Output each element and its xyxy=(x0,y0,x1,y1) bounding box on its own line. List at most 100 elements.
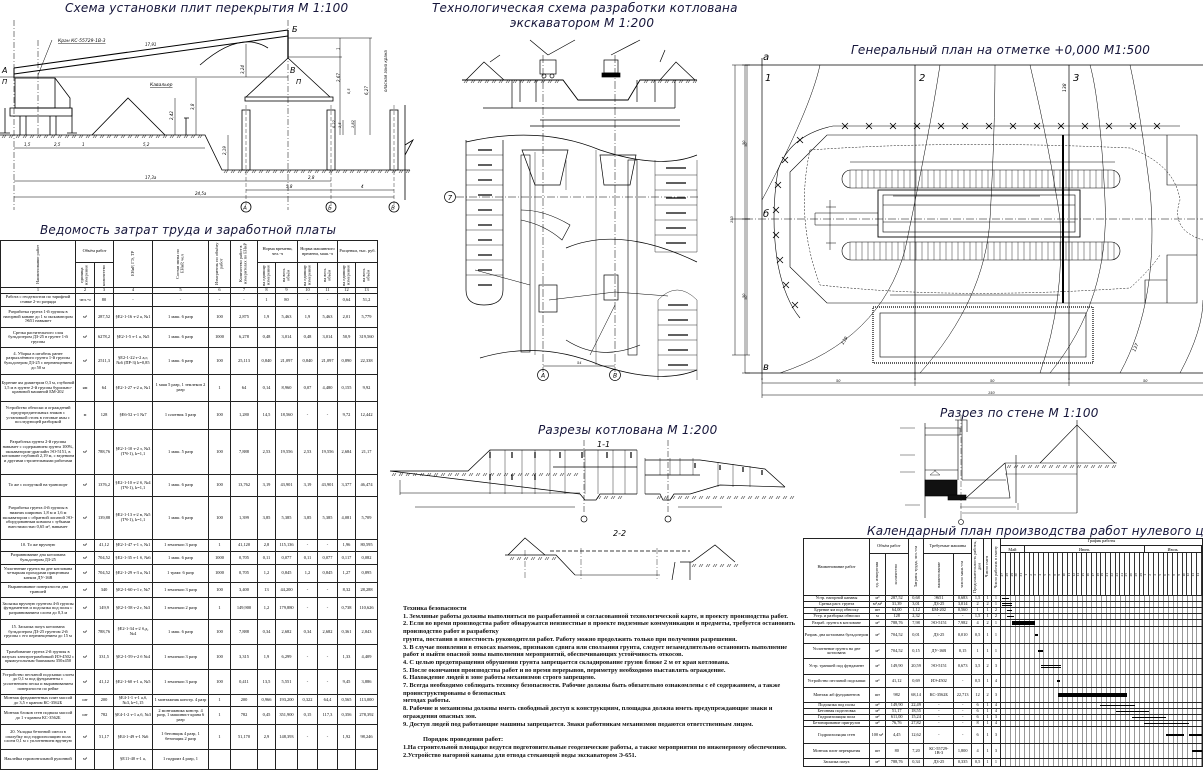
calendar-cell: - xyxy=(923,726,955,744)
table-cell: 5,385 xyxy=(275,496,298,540)
gantt-bar xyxy=(1034,634,1039,636)
table-cell: 22,338 xyxy=(355,347,378,375)
calendar-cell: Монтаж плит перекрытия xyxy=(803,743,870,759)
crane-label: Кран КС-55729-1В-3 xyxy=(58,38,106,44)
calendar-cell: 3 xyxy=(991,743,1001,759)
gantt-cell xyxy=(999,743,1203,759)
table-cell: 319,560 xyxy=(355,327,378,348)
table-cell: - xyxy=(317,644,338,670)
point-p-label: П xyxy=(2,78,8,86)
table-cell: м³ xyxy=(75,724,95,750)
gantt-bar xyxy=(1006,609,1012,612)
gantt-bar xyxy=(1058,695,1127,697)
calendar-cell: 1 xyxy=(971,643,985,659)
calendar-cell: м³ xyxy=(868,674,886,688)
table-cell xyxy=(275,749,298,770)
dim: 0,22 xyxy=(332,119,336,128)
table-cell: 2,53 xyxy=(257,429,276,475)
table-cell: 1 бетонщик 4 разр, 1 бетонщик 2 разр xyxy=(152,724,209,750)
table-cell: 12,442 xyxy=(355,401,378,430)
table-cell: 0,361 xyxy=(337,619,356,645)
table-cell: 3,400 xyxy=(230,582,258,598)
table-cell: 1000 xyxy=(208,327,231,348)
table-cell: 179,880 xyxy=(275,597,298,620)
table-cell: 0,34 xyxy=(257,619,276,645)
table-cell: 3,315 xyxy=(230,644,258,670)
gantt-cell xyxy=(999,643,1203,659)
calendar-cell: 1 xyxy=(983,643,993,659)
calendar-cell: 6 xyxy=(971,726,985,744)
calendar-cell: 704,52 xyxy=(884,626,909,644)
calendar-cell: 0,5 xyxy=(971,674,985,688)
gantt-cell xyxy=(999,619,1203,627)
calendar-cell: 149,90 xyxy=(884,658,909,675)
table-row: Разработка грунта 1-й группы в нагорной … xyxy=(0,306,378,328)
calendar-cell: 0,69 xyxy=(907,674,925,688)
day-label: 17 xyxy=(1090,573,1095,577)
table-cell: 100 xyxy=(208,496,231,540)
table-cell: - xyxy=(297,644,318,670)
table-cell xyxy=(317,749,338,770)
table-cell: 15. Засыпка пазух котлована бульдозером … xyxy=(0,619,76,645)
dimension-lines xyxy=(742,64,1203,398)
safety-item: 1. Земляные работы должны выполняться по… xyxy=(403,612,788,620)
table-cell: 1,9 xyxy=(297,306,318,328)
table-cell: 1,280 xyxy=(230,401,258,430)
table-cell: §Е2-1-34 т-2 б,д, №4 xyxy=(113,619,153,645)
safety-item: 2. Если во время производства работ обна… xyxy=(403,620,796,636)
calendar-cell: 1 xyxy=(991,626,1001,644)
table-cell: 3,19 xyxy=(257,474,276,497)
table-cell: - xyxy=(317,293,338,307)
axis-label: А xyxy=(242,206,247,212)
calendar-cell: 0,34 xyxy=(907,758,925,767)
section-label: 1-1 xyxy=(597,440,610,449)
table-cell: 5,551 xyxy=(275,669,298,695)
table-cell: м² xyxy=(75,564,95,583)
table-cell: 100 xyxy=(208,669,231,695)
table-cell: 3,377 xyxy=(337,474,356,497)
cal-header-duration: Продолжительность работы, дни xyxy=(972,540,982,594)
foundation-pit xyxy=(814,135,1081,303)
table-cell: §Е4-1-2 т-1 а,б, №3 xyxy=(113,706,153,725)
table-cell: 100 xyxy=(208,306,231,328)
table-cell: 13 xyxy=(257,582,276,598)
dim: 50 xyxy=(1143,379,1148,383)
pit-sections-title: Разрезы котлована М 1:200 xyxy=(538,423,718,437)
table-cell: 100 xyxy=(208,474,231,497)
crane-scheme-title: Схема установки плит перекрытия М 1:100 xyxy=(65,1,349,15)
table-cell: 3,014 xyxy=(317,327,338,348)
boom-arc xyxy=(199,41,269,66)
table-cell: §Е4-1-1 т-1 а,б, №3, k=1,15 xyxy=(113,694,153,707)
table-cell: ям xyxy=(75,374,95,402)
table-cell: 139,88 xyxy=(94,496,114,540)
calendar-cell: ЭО-5151 xyxy=(923,619,955,627)
day-label: 1 xyxy=(1023,574,1028,576)
calendar-cell: 2 xyxy=(983,619,993,627)
danger-zone-label: опасная зона крана xyxy=(383,50,388,92)
table-cell: 1376,2 xyxy=(94,474,114,497)
table-cell: 117,3 xyxy=(317,706,338,725)
safety-item: методах работы. xyxy=(403,697,451,705)
calendar-cell: м² xyxy=(868,643,886,659)
col-header-norm-machine: Норма машинного времени, маш.-ч xyxy=(297,240,338,263)
table-cell: м xyxy=(75,401,95,430)
table-row: Разработка грунта 2-й группы навымет с с… xyxy=(0,429,378,475)
table-cell: §Е2-1-29 т-3 а, №1 xyxy=(113,564,153,583)
table-cell: 9,45 xyxy=(337,669,356,695)
table-cell: - xyxy=(208,293,231,307)
table-cell: Уплотнение грунта на дне котлована четыр… xyxy=(0,564,76,583)
temporary-road xyxy=(804,144,1203,294)
dim: 1,82 xyxy=(351,119,355,128)
axis-7-marker xyxy=(444,191,456,203)
cal-header-machine-name: наименование xyxy=(935,561,941,588)
ground-hatch xyxy=(1006,464,1117,469)
ground-hatch xyxy=(463,79,560,84)
table-cell: 0,895 xyxy=(355,564,378,583)
calendar-cell: 0,673 xyxy=(953,658,973,675)
table-cell: 2,843 xyxy=(355,619,378,645)
row-axis-label: а xyxy=(763,52,769,63)
table-cell: 5,779 xyxy=(355,306,378,328)
trench-rows xyxy=(841,169,1121,261)
table-cell: 0,07 xyxy=(297,374,318,402)
